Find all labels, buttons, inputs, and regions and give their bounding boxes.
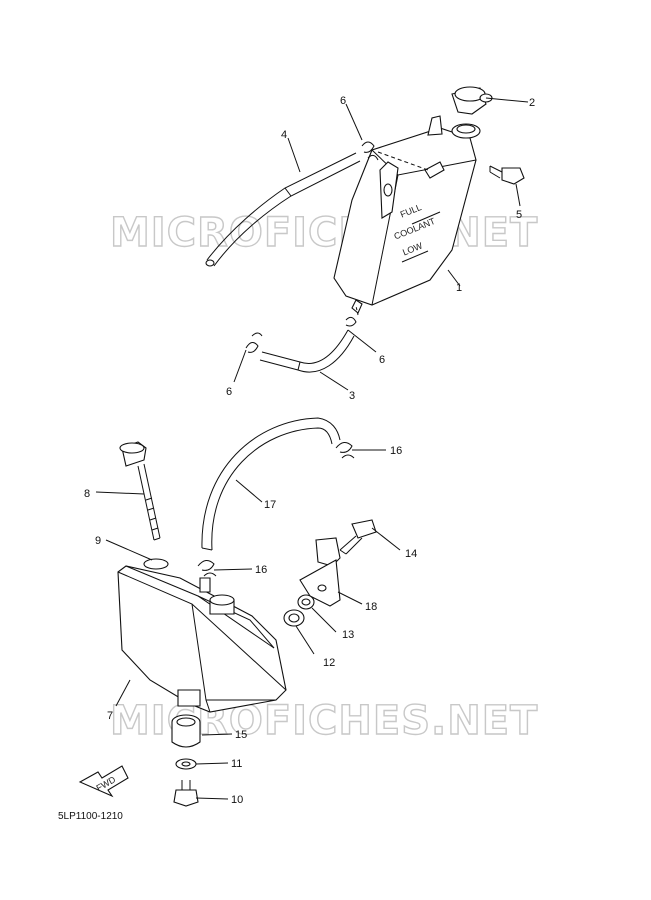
hose-clip-16a xyxy=(335,442,355,459)
callout-11: 11 xyxy=(231,758,242,770)
hose-clip-6c xyxy=(245,332,263,353)
part-code: 5LP1100-1210 xyxy=(58,811,123,822)
washer-11 xyxy=(175,758,197,770)
callout-17: 17 xyxy=(264,499,276,511)
callout-3: 3 xyxy=(349,390,355,402)
callout-9: 9 xyxy=(95,535,101,547)
callout-7: 7 xyxy=(107,710,113,722)
bolt-14 xyxy=(339,519,377,555)
reservoir-cap xyxy=(451,86,493,115)
hose-3 xyxy=(259,329,355,373)
callout-14: 14 xyxy=(405,548,417,560)
hose-clip-6a xyxy=(361,141,379,161)
hose-clip-6b xyxy=(345,316,357,327)
dipstick xyxy=(119,441,161,541)
callout-8: 8 xyxy=(84,488,90,500)
watermark-top: MICROFICHES.NET xyxy=(110,210,538,256)
callout-6c: 6 xyxy=(226,386,232,398)
callout-5: 5 xyxy=(516,209,522,221)
bolt-5 xyxy=(489,165,525,185)
callout-16a: 16 xyxy=(390,445,402,457)
callout-16b: 16 xyxy=(255,564,267,576)
grommet-12 xyxy=(283,609,305,627)
callout-6a: 6 xyxy=(340,95,346,107)
callout-4: 4 xyxy=(281,129,287,141)
callout-numbers: 1 2 3 4 5 6 6 6 7 8 9 10 11 12 13 14 15 … xyxy=(84,95,535,806)
callout-2: 2 xyxy=(529,97,535,109)
assembly-guides-upper xyxy=(355,151,429,316)
coolant-reservoir-tank: FULL COOLANT LOW xyxy=(333,115,481,314)
oil-tank xyxy=(117,565,287,713)
leader-lines xyxy=(95,97,529,800)
hose-clip-16b xyxy=(197,560,217,577)
hose-4 xyxy=(205,152,361,267)
hose-17 xyxy=(201,417,341,551)
callout-1: 1 xyxy=(456,282,462,294)
fwd-arrow-icon: FWD xyxy=(78,765,129,798)
o-ring xyxy=(143,558,169,570)
callout-10: 10 xyxy=(231,794,243,806)
plug-15 xyxy=(171,714,201,748)
bolt-10 xyxy=(173,780,199,807)
callout-12: 12 xyxy=(323,657,335,669)
grommet-13 xyxy=(297,594,315,610)
callout-15: 15 xyxy=(235,729,247,741)
callout-6b: 6 xyxy=(379,354,385,366)
callout-13: 13 xyxy=(342,629,354,641)
callout-18: 18 xyxy=(365,601,377,613)
